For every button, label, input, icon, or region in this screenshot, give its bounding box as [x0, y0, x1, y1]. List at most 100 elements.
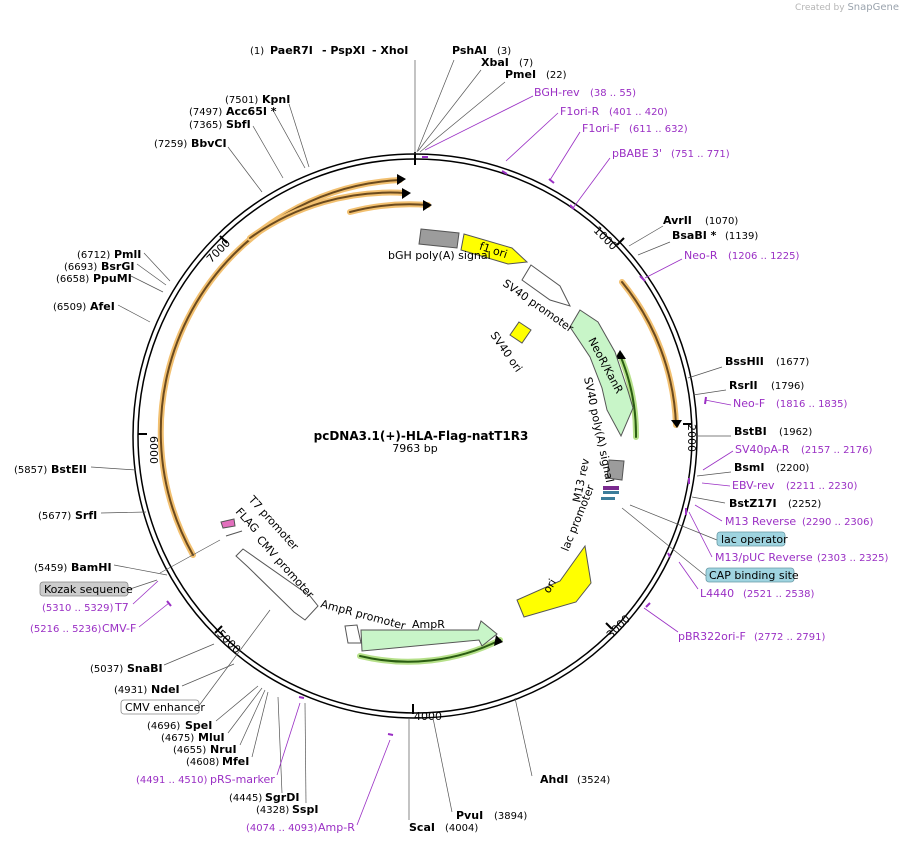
enzyme-ppumi[interactable]: PpuMI [93, 272, 132, 285]
leader-kozak [126, 579, 158, 591]
primer-sv40pa-r[interactable]: SV40pA-R [735, 443, 790, 456]
cap-binding-site-box[interactable] [705, 567, 795, 583]
arrowhead-2 [402, 188, 411, 199]
enzyme-bsteii[interactable]: BstEII [51, 463, 87, 476]
primer-bgh-rev[interactable]: BGH-rev [534, 86, 580, 99]
primer-ebv-rev[interactable]: EBV-rev [732, 479, 775, 492]
leader-m13-reverse [694, 504, 723, 522]
enzyme-avrii[interactable]: AvrII [663, 214, 692, 227]
orf-arc-mid-glow [247, 189, 408, 241]
pos-pmei: (22) [546, 70, 567, 81]
leader-sbfi [252, 125, 284, 179]
enzyme-afei[interactable]: AfeI [90, 300, 115, 313]
bgh-polya-shape [418, 228, 460, 249]
enzyme-bamhi[interactable]: BamHI [71, 561, 112, 574]
primer-tick-12 [298, 696, 305, 699]
leader-bamhi [113, 564, 168, 576]
primer-pbabe3[interactable]: pBABE 3' [612, 147, 662, 160]
enzyme-sgrdi[interactable]: SgrDI [265, 791, 299, 804]
primer-prs-marker-pos: (4491 .. 4510) [136, 775, 208, 786]
enzyme-scai[interactable]: ScaI [409, 821, 435, 834]
tick-label-6000: 6000 [147, 436, 160, 464]
enzyme-bsabi[interactable]: BsaBI * [672, 229, 717, 242]
leader-ppumi [130, 275, 164, 293]
primer-neo-r[interactable]: Neo-R [684, 249, 718, 262]
enzyme-xhoi[interactable]: - XhoI [372, 44, 408, 57]
kozak-sequence-box[interactable] [39, 581, 129, 597]
primer-t7[interactable]: T7 [114, 601, 129, 614]
sv40-promoter-shape [521, 264, 571, 307]
neor-kanr-shape [569, 309, 634, 438]
primer-m13-reverse[interactable]: M13 Reverse [725, 515, 796, 528]
enzyme-bsmi[interactable]: BsmI [734, 461, 765, 474]
primer-bgh-rev-pos: (38 .. 55) [590, 88, 636, 99]
plasmid-size: 7963 bp [392, 442, 437, 455]
cmv-enhancer-box[interactable] [120, 699, 200, 715]
primer-f1ori-r-pos: (401 .. 420) [609, 107, 668, 118]
enzyme-mlui[interactable]: MluI [198, 731, 225, 744]
enzyme-bstz17i[interactable]: BstZ17I [729, 497, 777, 510]
enzyme-paer7i[interactable]: PaeR7I [270, 44, 313, 57]
primer-pbr322ori-f[interactable]: pBR322ori-F [678, 630, 746, 643]
enzyme-ndei[interactable]: NdeI [151, 683, 180, 696]
primer-f1ori-r[interactable]: F1ori-R [560, 105, 600, 118]
cap-site-block [601, 497, 615, 500]
enzyme-sbfi[interactable]: SbfI [226, 118, 251, 131]
enzyme-bbvci[interactable]: BbvCI [191, 137, 227, 150]
primer-ticks [166, 156, 707, 736]
enzyme-spei[interactable]: SpeI [185, 719, 212, 732]
enzyme-snabi[interactable]: SnaBI [127, 662, 163, 675]
enzyme-bsshii[interactable]: BssHII [725, 355, 764, 368]
orf-arc-mid [249, 191, 406, 239]
enzyme-srfi[interactable]: SrfI [75, 509, 97, 522]
primer-tick-6 [704, 396, 707, 405]
enzyme-rsrii[interactable]: RsrII [729, 379, 758, 392]
enzyme-pmli[interactable]: PmlI [114, 248, 141, 261]
enzyme-pvui[interactable]: PvuI [456, 809, 483, 822]
primer-f1ori-f[interactable]: F1ori-F [582, 122, 620, 135]
leader-mfei [251, 691, 269, 758]
pos-nrui: (4655) [173, 745, 206, 756]
arrowhead-3 [423, 200, 432, 211]
enzyme-sspi[interactable]: SspI [292, 803, 318, 816]
cmv-promoter-shape [235, 548, 319, 621]
leader-pmli [143, 252, 171, 282]
primer-cmv-f[interactable]: CMV-F [102, 622, 136, 635]
pos-pvui: (3894) [494, 811, 527, 822]
enzyme-pspxi[interactable]: - PspXI [322, 44, 365, 57]
orf-arc-inner [349, 203, 429, 213]
primer-m13-puc-reverse[interactable]: M13/pUC Reverse [715, 551, 813, 564]
plasmid-name: pcDNA3.1(+)-HLA-Flag-natT1R3 [314, 429, 529, 443]
pos-ndei: (4931) [114, 685, 147, 696]
enzyme-mfei[interactable]: MfeI [222, 755, 249, 768]
pos-afei: (6509) [53, 302, 86, 313]
pos-sbfi: (7365) [189, 120, 222, 131]
enzyme-acc65i[interactable]: Acc65I * [226, 105, 277, 118]
enzyme-bsrgi[interactable]: BsrGI [101, 260, 134, 273]
lac-operator-box[interactable] [716, 531, 786, 547]
leader-cmv-f [138, 602, 170, 628]
primer-ebv-rev-pos: (2211 .. 2230) [786, 481, 858, 492]
primer-prs-marker[interactable]: pRS-marker [210, 773, 275, 786]
leader-bstz17i [691, 496, 726, 504]
primer-amp-r[interactable]: Amp-R [318, 821, 355, 834]
enzyme-xbai[interactable]: XbaI [481, 56, 509, 69]
enzyme-nrui[interactable]: NruI [210, 743, 237, 756]
pos-bsabi: (1139) [725, 231, 758, 242]
enzyme-kpni[interactable]: KpnI [262, 93, 290, 106]
leader-f1ori-r [505, 112, 559, 162]
enzyme-pmei[interactable]: PmeI [505, 68, 536, 81]
leader-xbai [417, 69, 482, 152]
pos-kpni: (7501) [225, 95, 258, 106]
pos-acc65i: (7497) [189, 107, 222, 118]
primer-t7-pos: (5310 .. 5329) [42, 603, 114, 614]
primer-l4440[interactable]: L4440 [700, 587, 734, 600]
primer-neo-f[interactable]: Neo-F [733, 397, 765, 410]
enzyme-bstbi[interactable]: BstBI [734, 425, 767, 438]
enzyme-ahdi[interactable]: AhdI [540, 773, 568, 786]
enzyme-pshai[interactable]: PshAI [452, 44, 487, 57]
primer-tick-3 [548, 178, 555, 184]
f1-ori-shape [460, 233, 529, 265]
ampr-promoter-label: AmpR promoter [319, 597, 407, 632]
primer-pbr322ori-f-pos: (2772 .. 2791) [754, 632, 826, 643]
